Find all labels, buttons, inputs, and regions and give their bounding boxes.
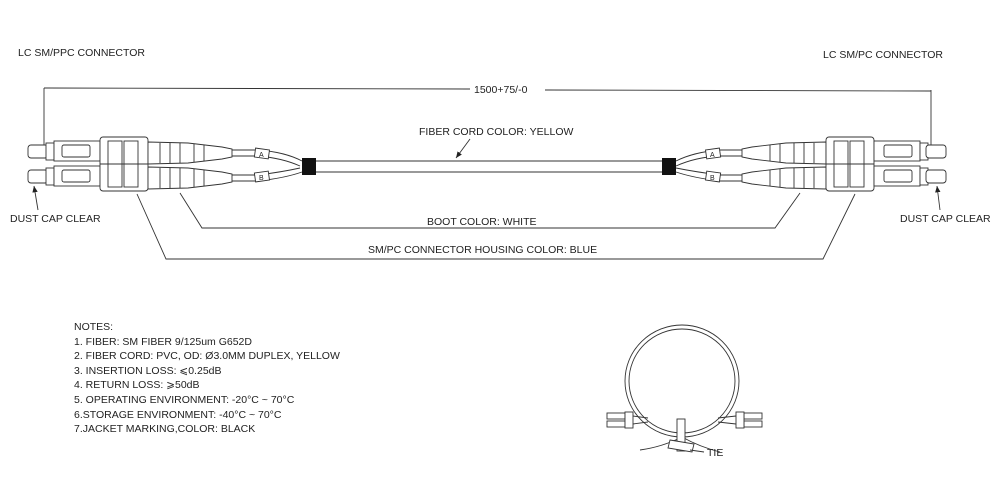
main-fiber-cord: [316, 160, 662, 173]
dust-cap-right-leader: [935, 185, 941, 211]
note-item: 2. FIBER CORD: PVC, OD: Ø3.0MM DUPLEX, Y…: [74, 350, 340, 363]
breakout-right: [662, 158, 676, 175]
leg-a-marker-left: A: [259, 152, 264, 159]
fiber-cord-color-label: FIBER CORD COLOR: YELLOW: [419, 126, 574, 138]
housing-color-label: SM/PC CONNECTOR HOUSING COLOR: BLUE: [368, 244, 597, 256]
leg-a-marker-right: A: [710, 152, 715, 159]
length-dimension-label: 1500+75/-0: [474, 84, 528, 96]
note-item: 3. INSERTION LOSS: ⩽0.25dB: [74, 364, 222, 377]
left-connector-label: LC SM/PPC CONNECTOR: [18, 47, 145, 59]
leg-b-marker-left: B: [259, 175, 264, 182]
note-item: 5. OPERATING ENVIRONMENT: -20°C ~ 70°C: [74, 393, 295, 406]
boot-color-label: BOOT COLOR: WHITE: [427, 216, 536, 228]
right-connector-assembly: [675, 136, 947, 192]
note-item: 7.JACKET MARKING,COLOR: BLACK: [74, 423, 256, 436]
note-item: 6.STORAGE ENVIRONMENT: -40°C ~ 70°C: [74, 408, 282, 421]
length-dimension: [43, 87, 932, 148]
dust-cap-right-label: DUST CAP CLEAR: [900, 213, 991, 225]
boot-color-leader: [179, 192, 801, 229]
housing-color-leader: [136, 193, 856, 260]
note-item: 1. FIBER: SM FIBER 9/125um G652D: [74, 335, 252, 348]
tie-label: TIE: [707, 447, 723, 459]
notes-block: NOTES: 1. FIBER: SM FIBER 9/125um G652D …: [74, 320, 340, 437]
fiber-cord-leader: [455, 138, 471, 159]
dust-cap-left-leader: [32, 185, 39, 211]
leg-b-marker-right: B: [710, 175, 715, 182]
breakout-left: [302, 158, 316, 175]
note-item: 4. RETURN LOSS: ⩾50dB: [74, 379, 200, 392]
notes-heading: NOTES:: [74, 321, 114, 333]
left-connector-assembly: [27, 136, 303, 192]
coiled-cable-illustration: [606, 324, 763, 453]
dust-cap-left-label: DUST CAP CLEAR: [10, 213, 101, 225]
right-connector-label: LC SM/PC CONNECTOR: [823, 49, 943, 61]
